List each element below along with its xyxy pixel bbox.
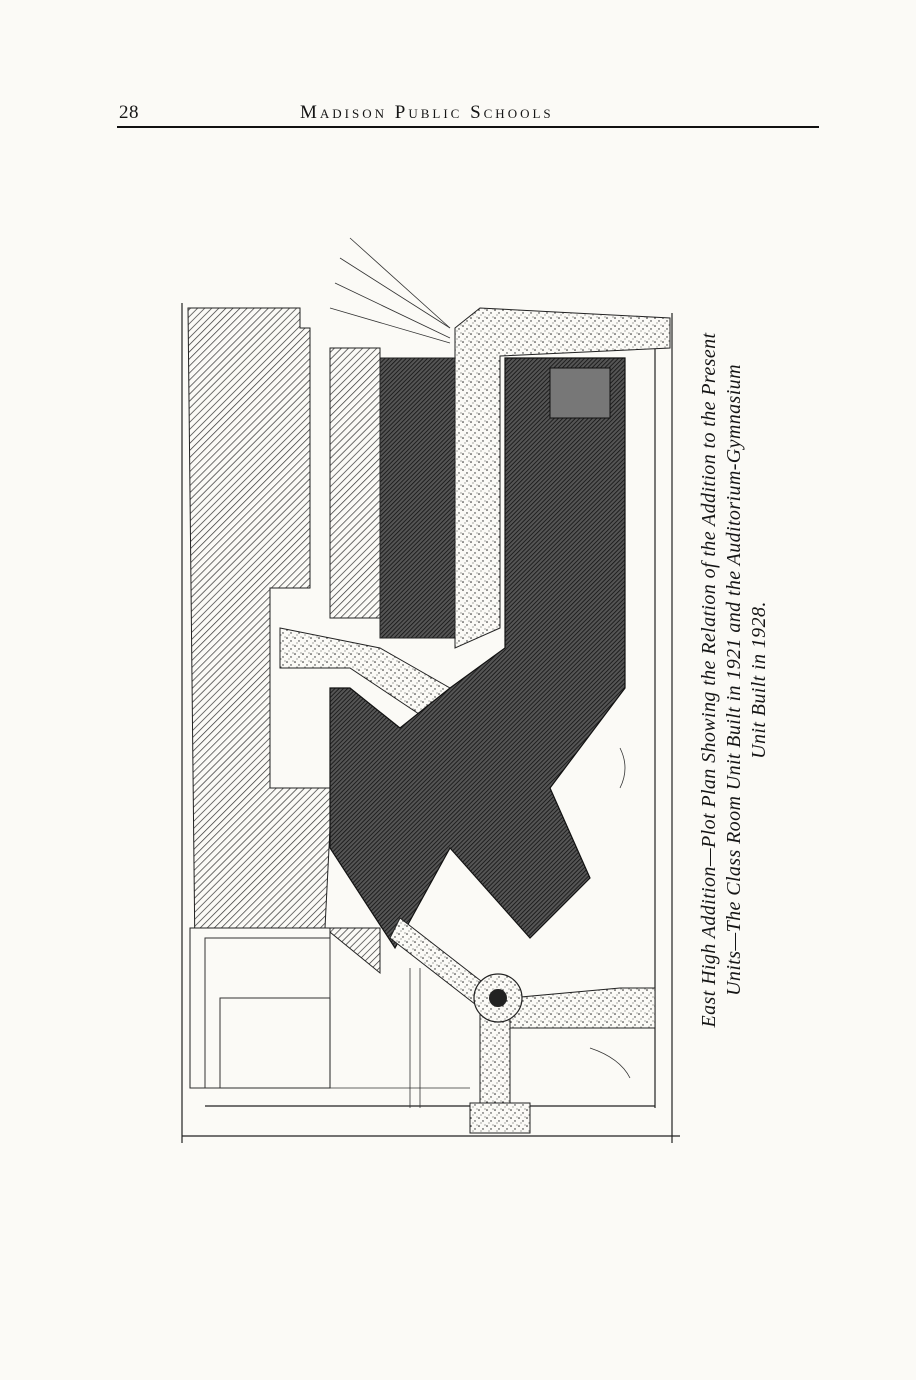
- south-walk: [509, 987, 656, 1029]
- caption-line-3: Unit Built in 1928.: [748, 601, 770, 759]
- stage-outline: [549, 367, 611, 419]
- auditorium-gymnasium: [329, 357, 626, 950]
- walkway-north: [454, 307, 671, 649]
- plot-plan-drawing: [181, 237, 680, 1143]
- header-rule: [117, 126, 819, 128]
- caption-line-2: Units—The Class Room Unit Built in 1921 …: [723, 364, 745, 996]
- court-block: [379, 357, 456, 639]
- existing-wing: [189, 927, 331, 1089]
- caption-line-1: East High Addition—Plot Plan Showing the…: [698, 332, 720, 1028]
- site-boundary: [181, 303, 680, 1143]
- class-room-unit: [329, 347, 381, 619]
- front-walk: [479, 1007, 511, 1109]
- running-head: Madison Public Schools: [300, 102, 554, 123]
- page-number: 28: [119, 102, 139, 123]
